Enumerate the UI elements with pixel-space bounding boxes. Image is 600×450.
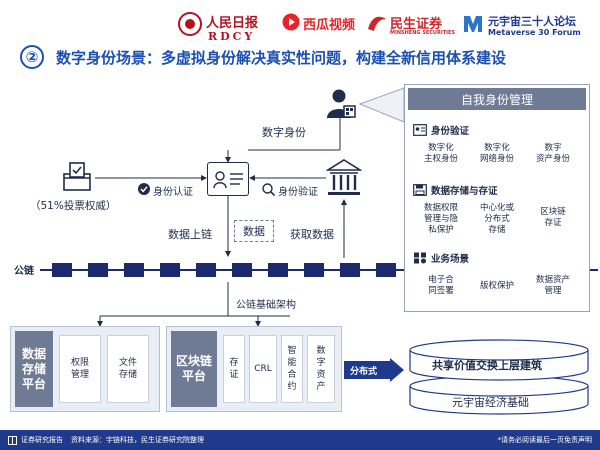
section-data-storage: 数据存储与存证 [413, 183, 498, 197]
label-data-upload: 数据上链 [168, 228, 212, 241]
metaverse-m-icon [464, 16, 482, 32]
footer-source: 资料来源：宇链科技，民生证券研究院整理 [71, 436, 204, 444]
logo-minsheng-name: 民生证券 [390, 17, 443, 32]
label-identity-verify: 身份验证 [278, 187, 318, 198]
item-asset-identity: 数字 资产身份 [535, 143, 570, 164]
logo-xigua-name: 西瓜视频 [303, 18, 356, 33]
item-blockchain-evidence: 区块链 存证 [540, 207, 566, 228]
cell-crl: CRL [249, 335, 277, 403]
report-book-icon [8, 435, 17, 445]
label-identity-auth: 身份认证 [153, 187, 193, 198]
page-title: ② 数字身份场景：多虚拟身份解决真实性问题，构建全新信用体系建设 [20, 44, 590, 70]
section-heading: 身份验证 [431, 126, 470, 137]
layers-stack [409, 339, 589, 415]
item-storage-mode: 中心化或 分布式 存储 [479, 203, 514, 235]
item-network-identity: 数字化 网络身份 [479, 143, 514, 164]
user-identity-icon [327, 89, 356, 118]
ballot-box-icon [63, 162, 91, 191]
distributed-arrow [344, 358, 404, 382]
xigua-play-icon [282, 13, 300, 31]
section-number: ② [20, 45, 44, 69]
label-digital-identity: 数字身份 [262, 126, 306, 139]
data-storage-platform: 数据 存储 平台 权限 管理 文件 存储 [10, 326, 160, 412]
layer-base: 元宇宙经济基础 [452, 396, 529, 409]
blockchain-platform: 区块链 平台 存 证 CRL 智 能 合 约 数 字 资 产 [166, 326, 342, 412]
minsheng-mark-icon [368, 16, 386, 31]
layer-upper: 共享价值交换上层建筑 [432, 359, 542, 372]
bank-building-icon [326, 159, 362, 195]
checkmark-badge-icon [138, 183, 150, 195]
logo-metaverse-name: 元宇宙三十人论坛 [488, 15, 576, 28]
grid-apps-icon [414, 252, 426, 264]
item-permission-privacy: 数据权限 管理与隐 私保护 [423, 203, 458, 235]
logo-xigua: 西瓜视频 [282, 12, 362, 36]
section-heading: 业务场景 [431, 254, 470, 265]
logo-minsheng-sub: MINSHENG SECURITIES [390, 30, 455, 36]
cell-evidence: 存 证 [223, 335, 245, 403]
panel-title: 自我身份管理 [408, 88, 586, 110]
logo-minsheng: 民生证券 MINSHENG SECURITIES [366, 12, 462, 40]
id-card-node [207, 162, 249, 196]
callout-pointer [358, 87, 405, 123]
logo-renmin-sub: RDCY [208, 30, 256, 43]
section-business: 业务场景 [413, 251, 469, 265]
label-vote-rights: （51%投票权威） [30, 200, 117, 212]
storage-platform-title: 数据 存储 平台 [15, 331, 53, 407]
id-card-icon [213, 171, 243, 189]
label-data-fetch: 获取数据 [290, 228, 334, 241]
section-identity-verify: 身份验证 [413, 123, 469, 137]
cell-file-storage: 文件 存储 [107, 335, 149, 403]
item-data-asset: 数据资产 管理 [535, 275, 570, 296]
item-sovereign-identity: 数字化 主权身份 [423, 143, 458, 164]
self-identity-panel: 自我身份管理 身份验证 数字化 主权身份 数字化 网络身份 数字 资产身份 数据… [404, 84, 590, 312]
logo-metaverse30: 元宇宙三十人论坛 Metaverse 30 Forum [462, 12, 592, 40]
cell-smart-contract: 智 能 合 约 [281, 335, 303, 403]
floppy-disk-icon [413, 184, 427, 196]
footer-right: *请务必阅读最后一页免责声明 [497, 436, 593, 444]
item-copyright: 版权保护 [479, 281, 514, 291]
renmin-emblem-icon [178, 12, 202, 36]
title-text: 数字身份场景：多虚拟身份解决真实性问题，构建全新信用体系建设 [56, 48, 507, 67]
cell-digital-asset: 数 字 资 产 [307, 335, 335, 403]
section-heading: 数据存储与存证 [431, 186, 498, 197]
label-chain-infra: 公链基础架构 [236, 300, 296, 311]
data-box: 数据 [234, 220, 274, 242]
logo-renmin-name: 人民日报 [206, 16, 259, 31]
footer-left: 证券研究报告 [21, 436, 63, 444]
label-data: 数据 [243, 225, 265, 238]
blockchain-platform-title: 区块链 平台 [171, 331, 217, 407]
id-card-small-icon [413, 124, 427, 136]
label-distributed: 分布式 [350, 367, 378, 377]
item-e-contract: 电子合 同签署 [428, 275, 454, 296]
magnifier-check-icon [262, 183, 275, 196]
footer-bar: 证券研究报告 资料来源：宇链科技，民生证券研究院整理 *请务必阅读最后一页免责声… [0, 430, 600, 450]
logo-metaverse-sub: Metaverse 30 Forum [488, 28, 581, 37]
logo-renmin: 人民日报 RDCY [178, 10, 298, 44]
label-public-chain: 公链 [14, 266, 34, 277]
cell-permission-mgmt: 权限 管理 [59, 335, 101, 403]
